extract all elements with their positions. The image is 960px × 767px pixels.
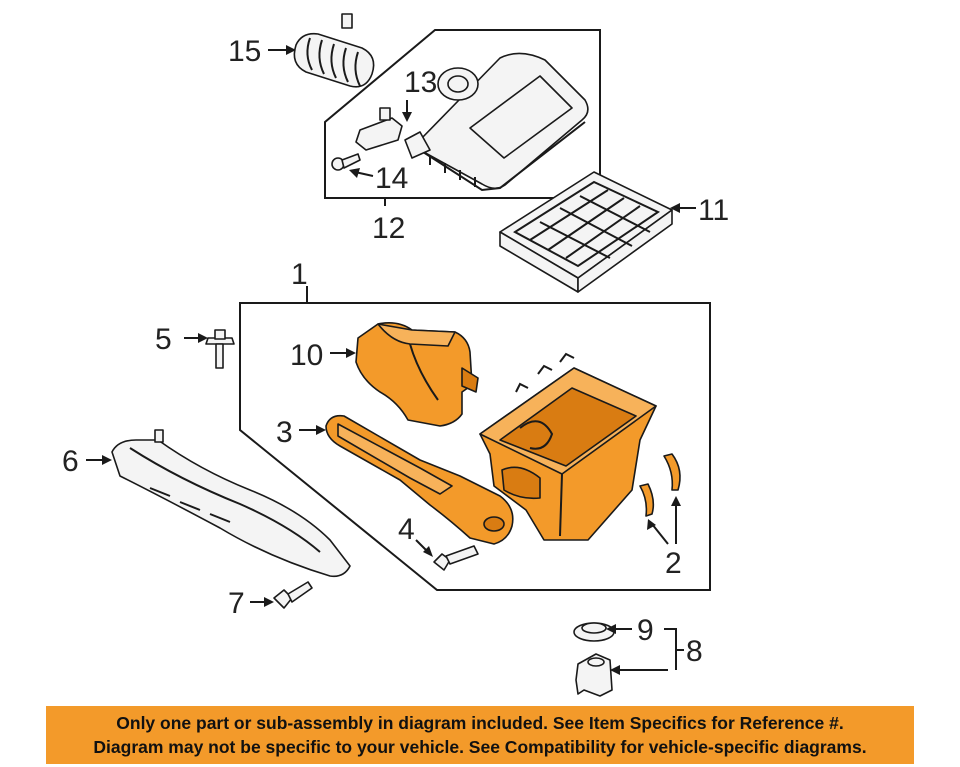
callout-4: 4 xyxy=(398,513,415,546)
callout-15: 15 xyxy=(228,35,261,68)
part-11-air-filter xyxy=(499,171,673,293)
callout-10: 10 xyxy=(290,339,323,372)
callout-9: 9 xyxy=(637,614,654,647)
callout-1: 1 xyxy=(291,258,308,291)
part-6-air-guide xyxy=(111,429,351,578)
lower-air-box xyxy=(479,352,657,541)
upper-assembly-frame xyxy=(324,29,601,199)
callout-14: 14 xyxy=(375,162,408,195)
callout-12: 12 xyxy=(372,212,405,245)
part-10-resonator xyxy=(355,322,479,427)
callout-7: 7 xyxy=(228,587,245,620)
part-8-bracket xyxy=(575,653,613,697)
part-2-clips xyxy=(639,453,681,517)
disclaimer-line-1: Only one part or sub-assembly in diagram… xyxy=(116,713,844,733)
upper-cover xyxy=(404,52,589,192)
callout-2: 2 xyxy=(665,547,682,580)
part-5-bolt xyxy=(205,329,235,369)
disclaimer-line-2: Diagram may not be specific to your vehi… xyxy=(93,737,867,757)
callout-5: 5 xyxy=(155,323,172,356)
parts-diagram: 12 15 13 14 xyxy=(62,13,729,697)
part-14-screw xyxy=(331,153,361,171)
lower-assembly-frame xyxy=(239,302,711,591)
part-7-bolt xyxy=(273,581,313,609)
part-15-intake-hose xyxy=(293,13,375,88)
part-4-bolt xyxy=(433,545,479,571)
callout-6: 6 xyxy=(62,445,79,478)
callout-8: 8 xyxy=(686,635,703,668)
part-3-intake-duct xyxy=(325,414,514,545)
callout-11: 11 xyxy=(698,194,729,227)
disclaimer-banner: Only one part or sub-assembly in diagram… xyxy=(46,706,914,764)
part-9-grommet xyxy=(573,622,615,642)
callout-13: 13 xyxy=(404,66,437,99)
callout-3: 3 xyxy=(276,416,293,449)
part-13-sensor xyxy=(355,107,403,151)
